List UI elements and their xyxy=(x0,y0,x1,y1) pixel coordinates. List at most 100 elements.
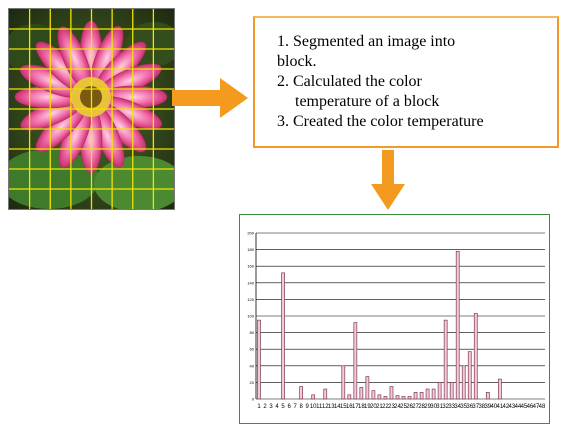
x-tick-label: 17 xyxy=(352,404,359,410)
x-tick-label: 8 xyxy=(299,404,303,410)
bar xyxy=(377,394,382,400)
x-tick-label: 39 xyxy=(484,404,491,410)
bar xyxy=(443,319,448,400)
x-tick-label: 9 xyxy=(306,404,310,410)
y-tick-label: 0 xyxy=(252,397,255,402)
bar xyxy=(311,394,316,400)
steps-box: 1. Segmented an image into block. 2. Cal… xyxy=(253,16,559,148)
bar xyxy=(323,388,328,400)
x-tick-label: 30 xyxy=(430,404,437,410)
x-tick-label: 33 xyxy=(448,404,455,410)
bar xyxy=(383,396,388,400)
x-tick-label: 48 xyxy=(539,404,546,410)
y-tick-label: 80 xyxy=(250,330,255,335)
bar xyxy=(449,382,454,400)
x-tick-label: 46 xyxy=(527,404,534,410)
y-tick-label: 60 xyxy=(250,347,255,352)
x-tick-label: 14 xyxy=(334,404,341,410)
y-tick-label: 120 xyxy=(247,297,254,302)
x-tick-label: 34 xyxy=(454,404,461,410)
x-tick-label: 38 xyxy=(478,404,485,410)
step-1-line-1: 1. Segmented an image into xyxy=(277,33,456,50)
y-tick-label: 140 xyxy=(247,280,254,285)
x-tick-label: 24 xyxy=(394,404,401,410)
bar xyxy=(473,313,478,400)
bar xyxy=(461,365,466,400)
x-tick-label: 21 xyxy=(376,404,383,410)
bar xyxy=(455,250,460,400)
x-tick-label: 44 xyxy=(515,404,522,410)
y-tick-label: 160 xyxy=(247,264,254,269)
x-tick-label: 12 xyxy=(322,404,329,410)
bar xyxy=(425,388,430,400)
x-tick-label: 27 xyxy=(412,404,419,410)
x-tick-label: 28 xyxy=(418,404,425,410)
x-tick-label: 15 xyxy=(340,404,347,410)
x-tick-label: 5 xyxy=(281,404,285,410)
x-tick-label: 13 xyxy=(328,404,335,410)
x-tick-label: 47 xyxy=(533,404,540,410)
y-tick-label: 180 xyxy=(247,247,254,252)
x-tick-label: 16 xyxy=(346,404,353,410)
bar xyxy=(467,351,472,400)
step-3-line-1: 3. Created the color temperature xyxy=(277,113,484,130)
x-tick-label: 40 xyxy=(490,404,497,410)
arrow-down-icon xyxy=(371,150,405,210)
bar xyxy=(407,396,412,400)
flower-image xyxy=(0,8,184,212)
x-tick-label: 23 xyxy=(388,404,395,410)
bar xyxy=(437,382,442,400)
flower-image-graphic xyxy=(0,9,184,212)
x-tick-label: 22 xyxy=(382,404,389,410)
bar xyxy=(419,392,424,400)
y-tick-label: 20 xyxy=(250,380,255,385)
bar xyxy=(281,272,285,400)
bar xyxy=(395,395,400,400)
x-tick-label: 41 xyxy=(497,404,504,410)
x-tick-label: 1 xyxy=(257,404,261,410)
bar xyxy=(497,378,502,400)
bar xyxy=(371,390,376,400)
x-tick-label: 25 xyxy=(400,404,407,410)
bar xyxy=(431,388,436,400)
bar xyxy=(485,392,490,400)
x-tick-label: 26 xyxy=(406,404,413,410)
x-tick-label: 20 xyxy=(370,404,377,410)
y-tick-label: 40 xyxy=(250,363,255,368)
x-tick-label: 35 xyxy=(460,404,467,410)
x-tick-label: 45 xyxy=(521,404,528,410)
x-tick-label: 11 xyxy=(316,404,323,410)
bar xyxy=(353,322,358,400)
x-tick-label: 7 xyxy=(293,404,297,410)
steps-list: 1. Segmented an image into block. 2. Cal… xyxy=(277,32,557,132)
bar xyxy=(257,319,261,400)
step-1-line-2: block. xyxy=(277,53,317,70)
bar xyxy=(389,386,394,400)
y-tick-label: 100 xyxy=(247,314,254,319)
x-tick-label: 43 xyxy=(509,404,516,410)
x-tick-label: 29 xyxy=(424,404,431,410)
x-tick-label: 37 xyxy=(472,404,479,410)
x-tick-label: 4 xyxy=(275,404,279,410)
x-tick-label: 2 xyxy=(263,404,267,410)
x-tick-label: 6 xyxy=(287,404,291,410)
arrow-right-icon xyxy=(172,78,248,118)
bar xyxy=(347,394,352,400)
x-tick-label: 31 xyxy=(436,404,443,410)
x-tick-label: 3 xyxy=(269,404,273,410)
x-tick-label: 32 xyxy=(442,404,449,410)
bar xyxy=(299,386,304,400)
x-tick-label: 19 xyxy=(364,404,371,410)
x-tick-label: 10 xyxy=(310,404,317,410)
bar xyxy=(413,392,418,400)
bar xyxy=(359,387,364,400)
bar xyxy=(401,396,406,400)
bar xyxy=(341,365,346,400)
x-tick-label: 18 xyxy=(358,404,365,410)
step-2-line-1: 2. Calculated the color xyxy=(277,73,422,90)
step-2-line-2: temperature of a block xyxy=(295,93,440,110)
x-tick-label: 36 xyxy=(466,404,473,410)
y-tick-label: 200 xyxy=(247,231,254,236)
